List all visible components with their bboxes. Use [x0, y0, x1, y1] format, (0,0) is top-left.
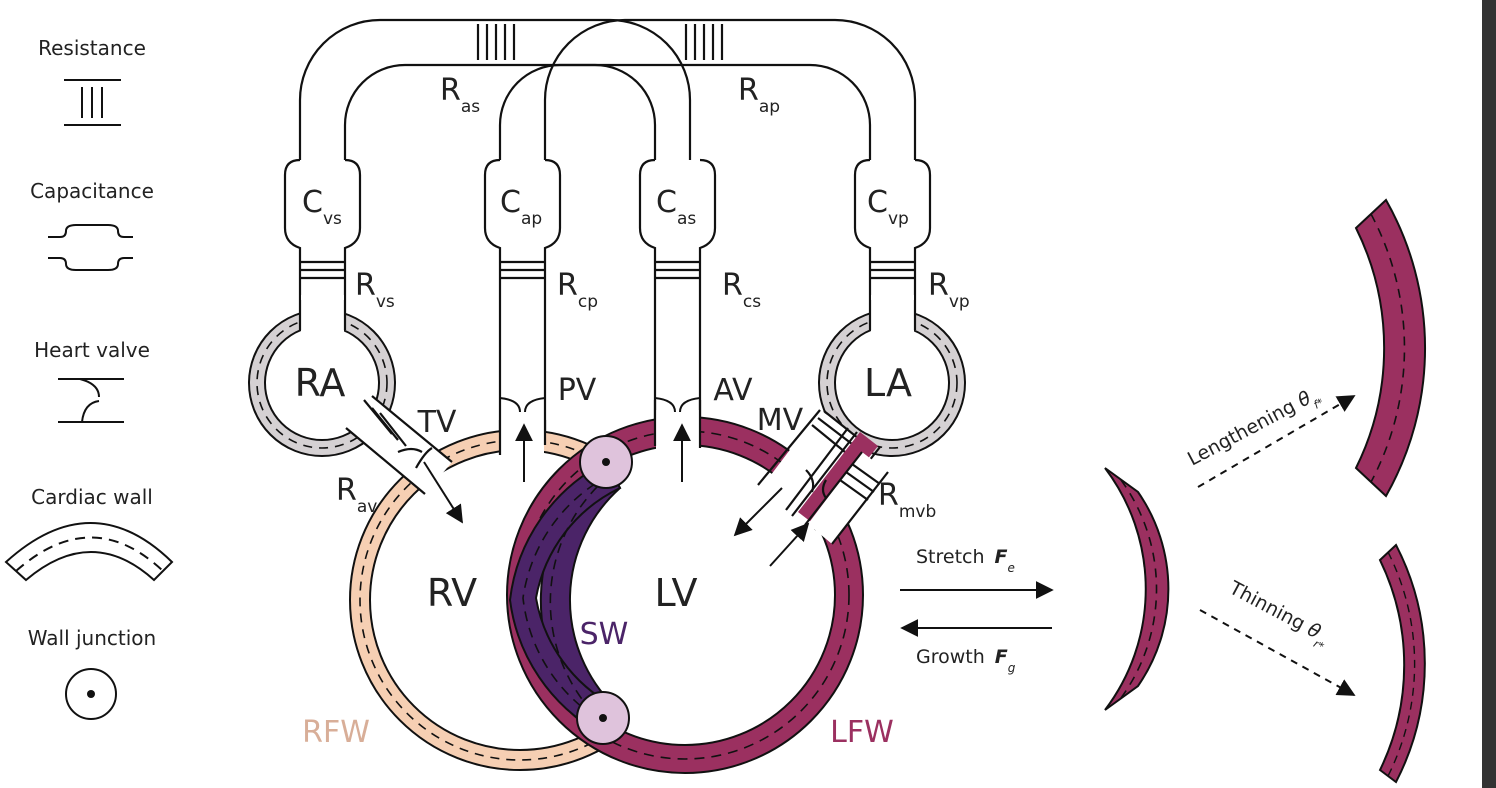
label-r-cs: Rcs	[722, 268, 761, 312]
systemic-loop-inner	[343, 63, 657, 160]
mitral-tubes	[757, 409, 889, 545]
label-r-vp: Rvp	[928, 268, 970, 312]
thinning-arrow	[1199, 609, 1356, 696]
label-c-vs: Cvs	[302, 185, 342, 229]
vertical-tubes	[298, 262, 917, 450]
capacitance-chambers	[283, 158, 932, 262]
pulmonary-loop-outer	[543, 18, 917, 160]
legend-wall-junction-label: Wall junction	[28, 626, 156, 650]
lengthening-arrow	[1197, 395, 1356, 488]
label-r-cp: Rcp	[557, 268, 598, 312]
legend-cardiac-wall-label: Cardiac wall	[31, 485, 153, 509]
label-r-ap: Rap	[738, 73, 780, 117]
cardiac-wall-symbol	[4, 522, 174, 582]
window-edge	[1482, 0, 1496, 788]
label-r-as: Ras	[440, 73, 480, 117]
label-c-ap: Cap	[500, 185, 542, 229]
label-rv: RV	[427, 571, 477, 615]
label-r-av: Rav	[336, 473, 377, 517]
flow-arrows	[423, 423, 810, 567]
label-av: AV	[713, 373, 753, 408]
legend-capacitance-label: Capacitance	[30, 179, 154, 203]
label-c-vp: Cvp	[867, 185, 909, 229]
tube-resistances	[300, 260, 915, 280]
label-c-as: Cas	[656, 185, 696, 229]
vessel-loops	[298, 18, 917, 160]
label-thinning: Thinningθr*	[1222, 577, 1334, 654]
resistance-ap-symbol	[684, 24, 724, 60]
label-tv: TV	[417, 405, 457, 440]
pulmonary-valve	[499, 397, 546, 413]
pulmonary-loop-inner	[498, 63, 872, 160]
label-pv: PV	[558, 373, 597, 408]
label-lfw: LFW	[830, 715, 894, 750]
wall-segment-lengthened	[1354, 198, 1427, 498]
wall-segment-reference	[1104, 467, 1170, 711]
aortic-valve	[654, 397, 701, 413]
legend-heart-valve-label: Heart valve	[34, 338, 150, 362]
label-la: LA	[864, 361, 912, 405]
left-atrium	[818, 295, 966, 457]
label-ra: RA	[295, 361, 346, 405]
capacitance-symbol	[48, 224, 133, 271]
labels: RA LA RV LV SW RFW LFW TV PV AV MV Ras R…	[295, 73, 970, 750]
resistance-as-symbol	[476, 24, 516, 60]
label-lengthening: Lengtheningθf*	[1184, 382, 1326, 475]
label-sw: SW	[580, 617, 629, 652]
label-r-mvb: Rmvb	[878, 478, 936, 522]
heart-valve-symbol	[58, 378, 124, 423]
resistance-symbol	[64, 79, 121, 126]
wall-segment-thinned	[1378, 543, 1426, 784]
legend-resistance-label: Resistance	[38, 36, 146, 60]
label-lv: LV	[655, 571, 698, 615]
label-rfw: RFW	[302, 715, 370, 750]
label-r-vs: Rvs	[355, 268, 395, 312]
wall-junction-top	[579, 435, 633, 489]
legend: Resistance Capacitance Heart valve Cardi…	[4, 36, 174, 720]
label-mv: MV	[757, 403, 804, 438]
wall-junction-symbol	[65, 668, 117, 720]
tricuspid-tube	[345, 395, 453, 495]
wall-junction-bottom	[576, 691, 630, 745]
